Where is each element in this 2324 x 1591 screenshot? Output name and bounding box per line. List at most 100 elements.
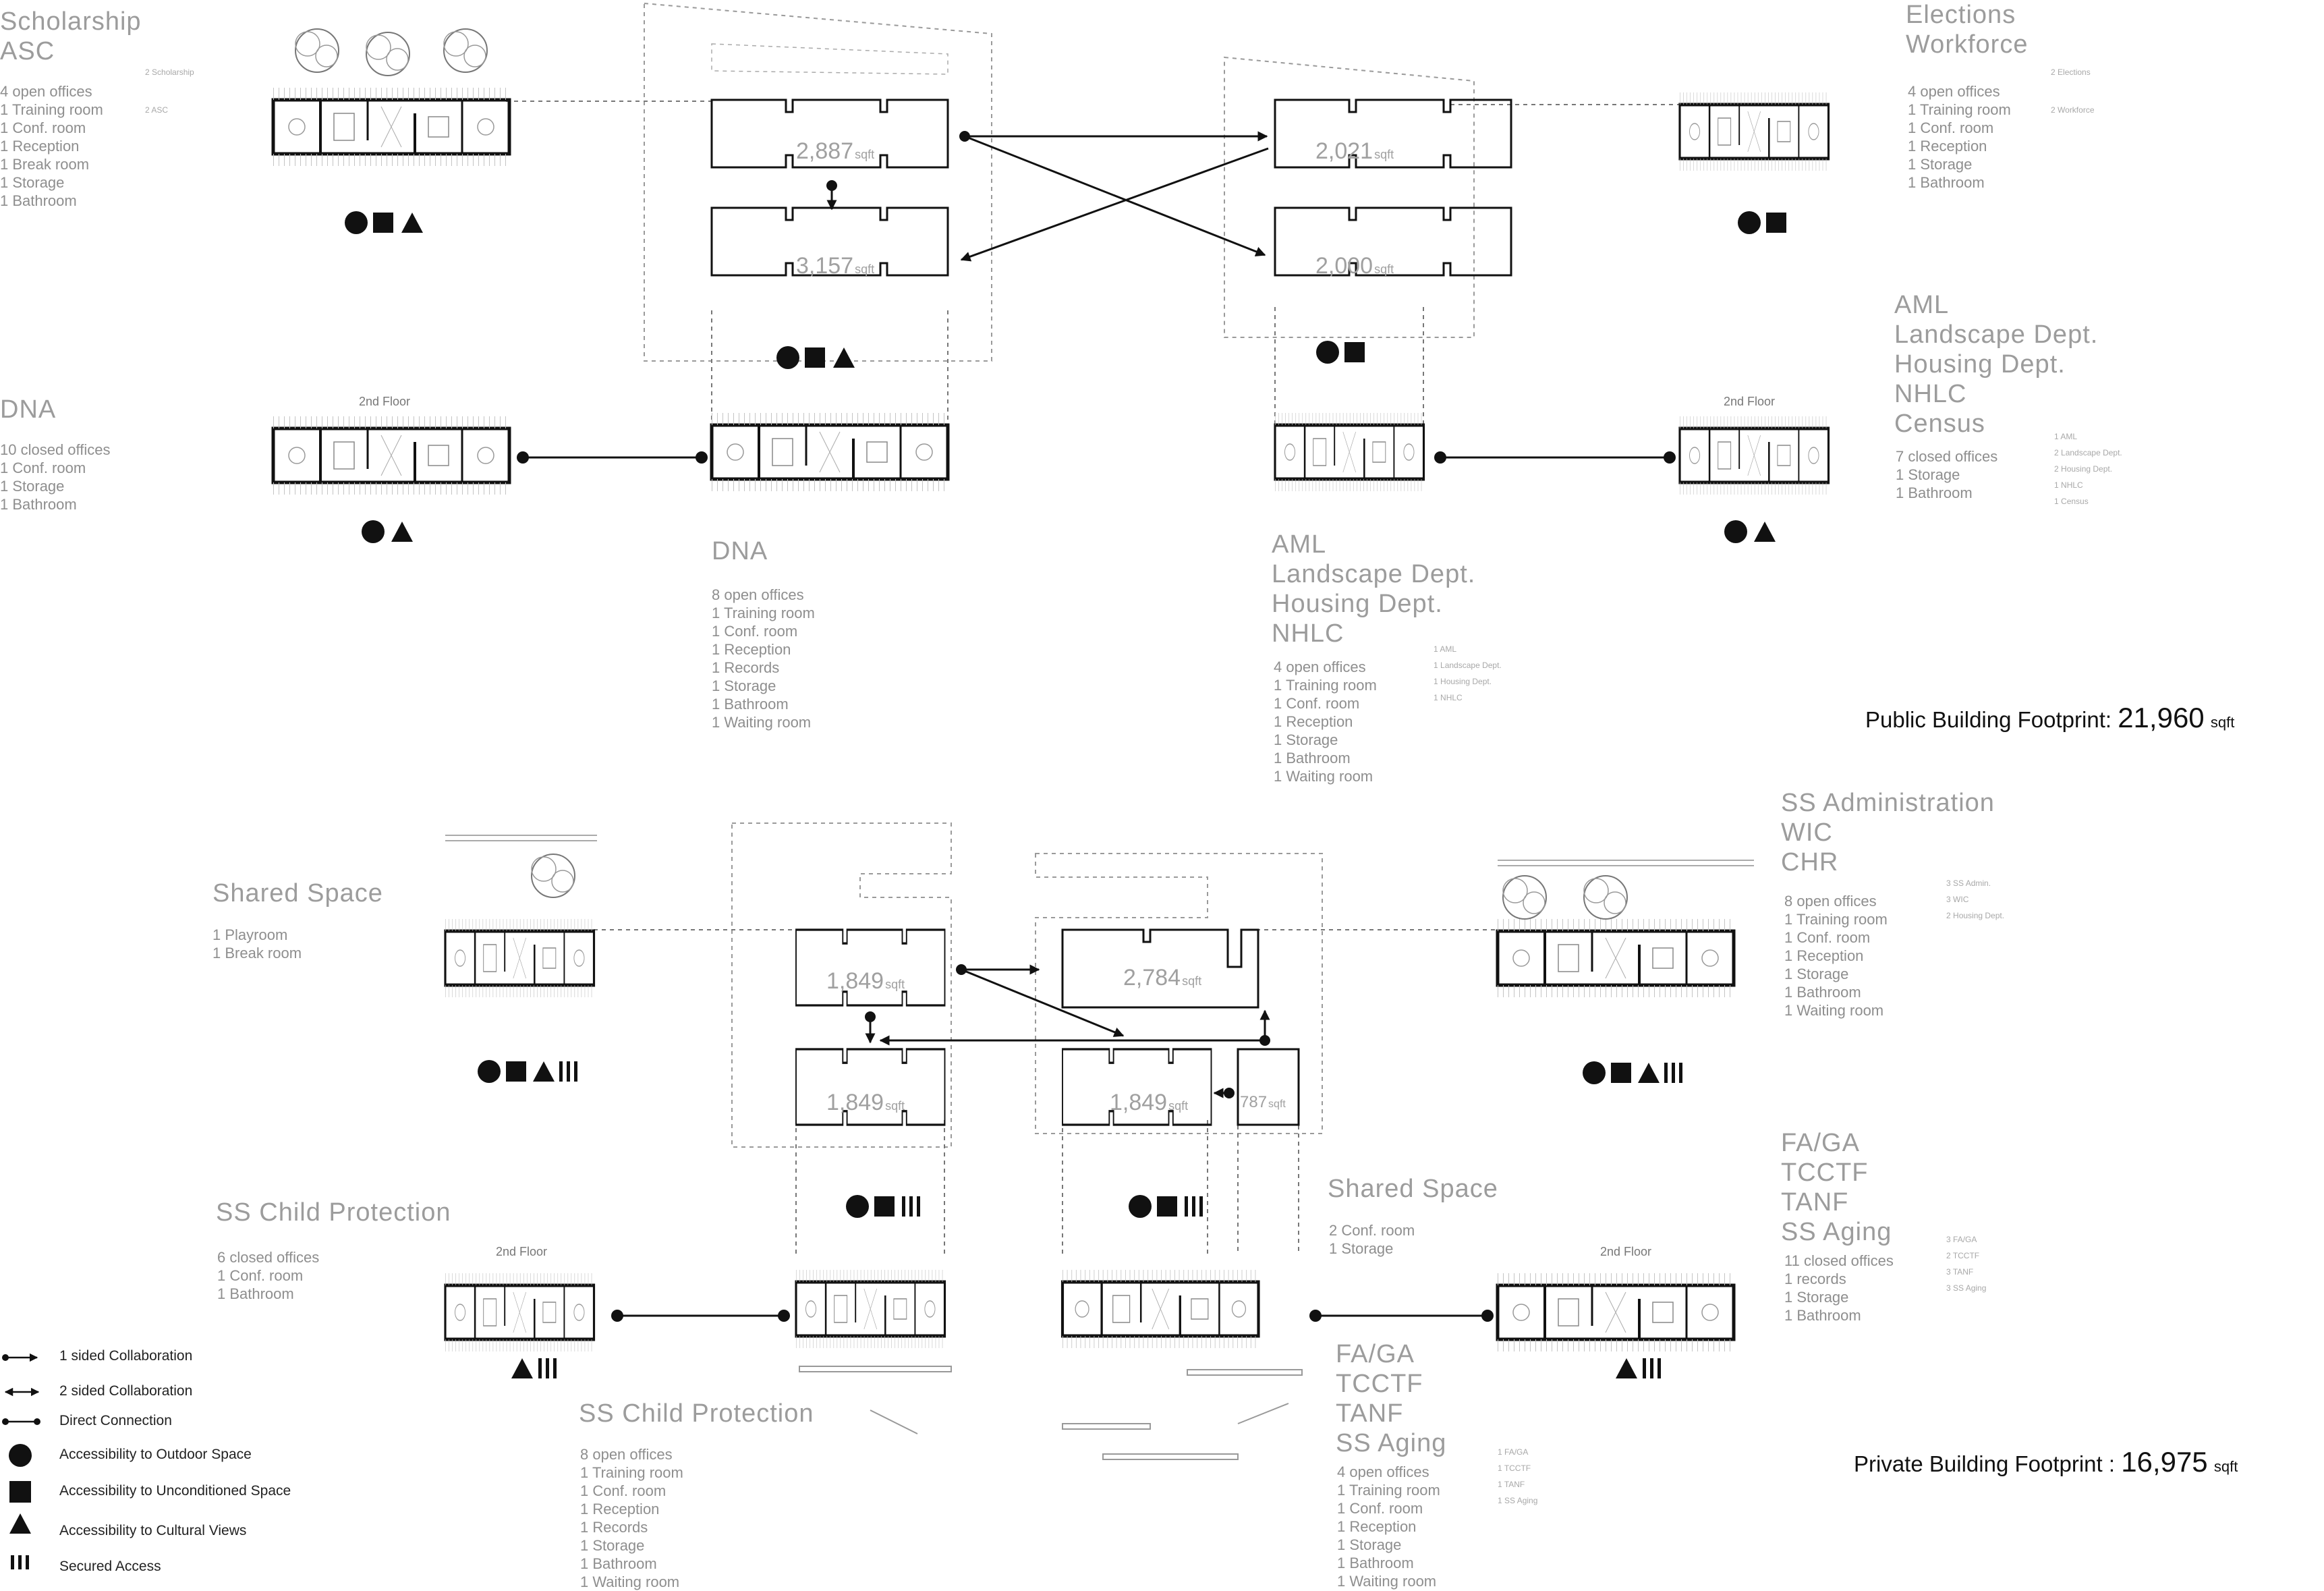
room-line: 1 Reception: [1908, 138, 1987, 155]
room-line: 1 Reception: [0, 138, 80, 155]
split-label: Landscape Dept.: [2061, 448, 2122, 457]
plan-dna-left: [273, 416, 509, 495]
room-line: 11 closed offices: [1784, 1252, 1894, 1269]
area-unit: sqft: [1374, 262, 1394, 276]
area-unit: sqft: [855, 148, 875, 161]
area-value: 2,021: [1315, 138, 1373, 164]
room-line: 1 Conf. room: [1274, 695, 1360, 712]
title-ss-child-center: SS Child Protection: [579, 1399, 814, 1428]
split-line: 1 Housing Dept.: [1434, 677, 1502, 693]
area-value: 1,849: [826, 968, 884, 994]
split-n: 3: [1946, 1235, 1951, 1244]
split-n: 1: [2054, 432, 2059, 441]
split-line: 1 Census: [2054, 497, 2122, 513]
split-n: 1: [1434, 661, 1438, 670]
area-unit: sqft: [855, 262, 875, 276]
title-line: SS Aging: [1336, 1429, 1447, 1457]
room-line: 1 records: [1784, 1271, 1846, 1287]
room-line: 1 Training room: [1274, 677, 1377, 694]
room-line: 1 Reception: [1784, 947, 1864, 964]
title-fa-center: FA/GA TCCTF TANF SS Aging: [1336, 1339, 1446, 1458]
split-n: 3: [1946, 878, 1951, 888]
title-ss-admin: SS Administration WIC CHR: [1781, 788, 1995, 877]
room-line: 1 Waiting room: [1784, 1002, 1884, 1019]
room-line: 1 Playroom: [212, 926, 288, 943]
block-private-e: [1237, 1048, 1300, 1126]
rooms-aml-center: 4 open offices 1 Training room 1 Conf. r…: [1274, 658, 1377, 785]
legend-one-sided: 1 sided Collaboration: [59, 1348, 193, 1364]
room-line: 1 Storage: [1784, 1289, 1849, 1306]
area-value: 3,157: [796, 253, 854, 279]
room-line: 1 Storage: [1784, 966, 1849, 982]
title-line: TCCTF: [1781, 1159, 1869, 1187]
split-n: 1: [1434, 644, 1438, 654]
split-label: NHLC: [1440, 693, 1463, 702]
block-private-b: [1061, 928, 1259, 1009]
plan-aml-right: [1680, 416, 1829, 495]
public-footprint: Public Building Footprint: 21,960 sqft: [1865, 702, 2234, 734]
split-line: 1 NHLC: [2054, 480, 2122, 497]
split-line: 2 Workforce: [2051, 105, 2095, 115]
title-line: ASC: [0, 37, 55, 65]
split-label: TCCTF: [1504, 1463, 1531, 1473]
rooms-dna-center: 8 open offices 1 Training room 1 Conf. r…: [712, 586, 815, 731]
split-label: Housing Dept.: [1953, 911, 2005, 920]
split-label: WIC: [1953, 895, 1969, 904]
split-line: 2 TCCTF: [1946, 1251, 1986, 1267]
room-line: 1 Conf. room: [1908, 119, 1994, 136]
plan-elections: [1680, 92, 1829, 171]
title-aml-center: AML Landscape Dept. Housing Dept. NHLC: [1272, 530, 1475, 648]
split-n: 2: [145, 105, 150, 115]
plan-fa-center: [1062, 1270, 1259, 1348]
area-unit: sqft: [885, 978, 905, 991]
floor-label-dna: 2nd Floor: [359, 395, 411, 408]
room-line: 1 Storage: [1896, 466, 1960, 483]
title-line: Elections: [1906, 1, 2016, 29]
access-dna-left: [362, 520, 413, 543]
rooms-ss-child-left: 6 closed offices 1 Conf. room 1 Bathroom: [217, 1248, 319, 1303]
room-line: 1 Bathroom: [1337, 1555, 1414, 1571]
room-line: 4 open offices: [1908, 83, 2000, 100]
room-line: 7 closed offices: [1896, 448, 1998, 465]
rooms-aml-right: 7 closed offices 1 Storage 1 Bathroom: [1896, 447, 1997, 502]
split-label: TCCTF: [1952, 1251, 1980, 1260]
title-line: NHLC: [1272, 619, 1344, 648]
room-line: 1 Conf. room: [580, 1482, 667, 1499]
area-value: 1,849: [826, 1090, 884, 1115]
split-line: 2 Landscape Dept.: [2054, 448, 2122, 464]
access-dna-center: [776, 346, 855, 369]
room-line: 6 closed offices: [217, 1249, 320, 1266]
split-line: 2 ASC: [145, 105, 194, 115]
access-shared-top: [478, 1060, 577, 1083]
split-label: SS Aging: [1953, 1283, 1987, 1293]
split-n: 2: [1946, 1251, 1951, 1260]
split-line: 1 TANF: [1498, 1480, 1537, 1496]
split-label: SS Admin.: [1953, 878, 1991, 888]
room-line: 8 open offices: [1784, 893, 1877, 910]
room-line: 1 Training room: [580, 1464, 683, 1481]
title-line: SS Administration: [1781, 789, 1995, 817]
plan-ss-child-center: [796, 1270, 945, 1348]
split-n: 3: [1946, 1283, 1951, 1293]
room-line: 1 Bathroom: [1784, 984, 1861, 1001]
floor-label-aml: 2nd Floor: [1724, 395, 1776, 408]
split-line: 1 FA/GA: [1498, 1447, 1537, 1463]
split-n: 1: [1498, 1463, 1502, 1473]
plan-aml-center: [1275, 413, 1424, 491]
split-label: Housing Dept.: [2061, 464, 2113, 474]
room-line: 1 Training room: [1908, 101, 2011, 118]
legend-symbols: [2, 1353, 40, 1569]
title-line: AML: [1894, 291, 1950, 319]
room-line: 1 Storage: [1329, 1240, 1394, 1257]
room-line: 1 Bathroom: [1896, 484, 1973, 501]
split-line: 3 SS Admin.: [1946, 878, 2004, 895]
access-aml-right: [1724, 520, 1776, 543]
private-footprint: Private Building Footprint : 16,975 sqft: [1854, 1446, 2238, 1478]
area-value: 2,784: [1123, 965, 1181, 990]
